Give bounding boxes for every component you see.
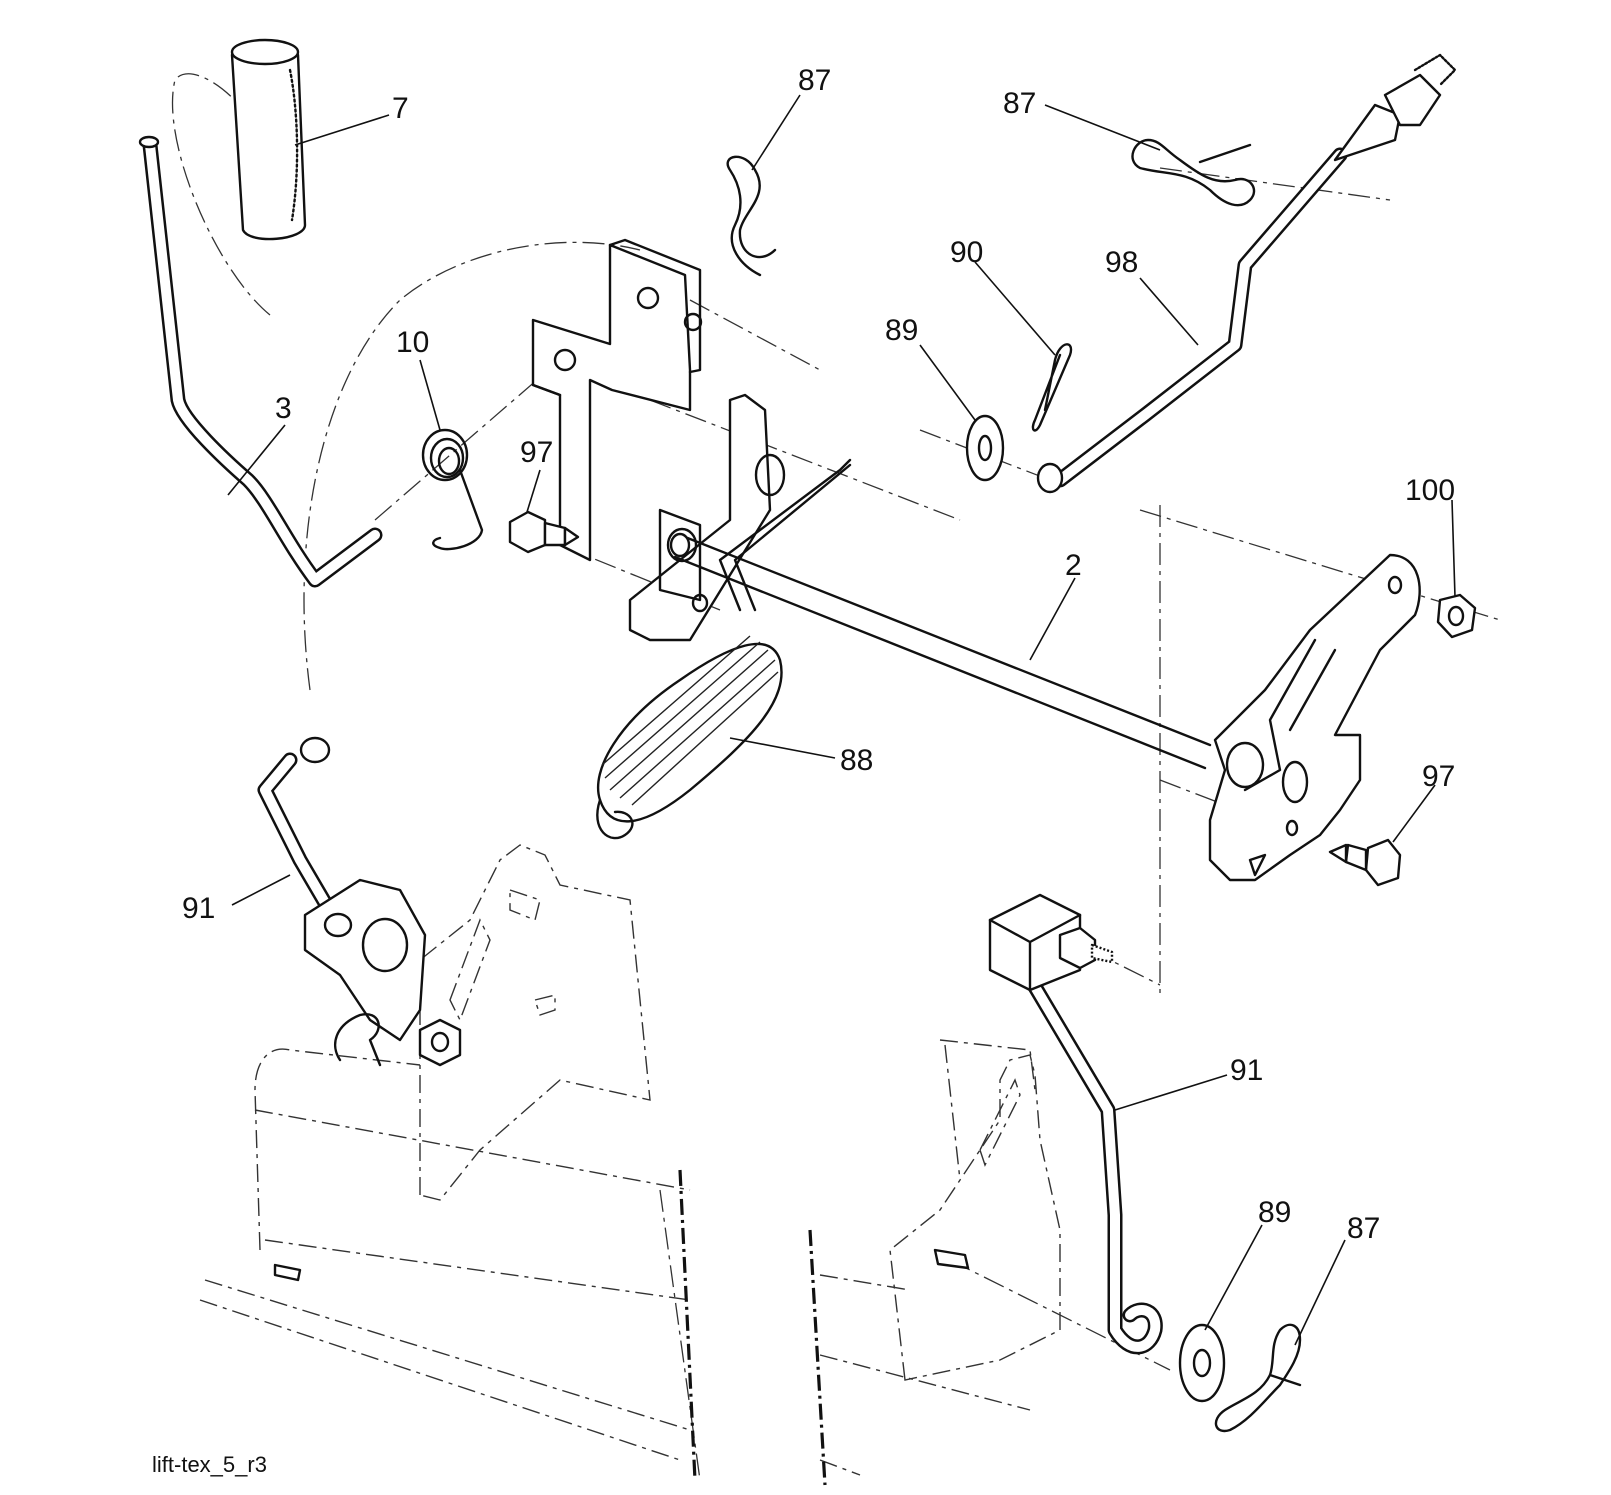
center-mount-bracket bbox=[531, 238, 703, 562]
callout-91-right: 91 bbox=[1230, 1054, 1263, 1087]
callout-87-right: 87 bbox=[1003, 87, 1036, 120]
right-deck-ghost bbox=[808, 1229, 1031, 1486]
callout-97-left: 97 bbox=[520, 436, 553, 469]
callout-91-left: 91 bbox=[182, 892, 215, 925]
pivot-mount-plate bbox=[628, 393, 786, 642]
right-deck-bracket-ghost bbox=[889, 1039, 1061, 1381]
hex-nut-part bbox=[1436, 593, 1477, 639]
washer-lower-part bbox=[1178, 1323, 1226, 1403]
hitch-pin-lower-part bbox=[1214, 1323, 1302, 1433]
callout-97-right: 97 bbox=[1422, 760, 1455, 793]
right-lift-arm bbox=[1208, 553, 1421, 882]
extension-spring-part bbox=[596, 458, 852, 840]
lift-link-right-part bbox=[988, 893, 1163, 1355]
callout-88: 88 bbox=[840, 744, 873, 777]
lift-lever-part bbox=[138, 135, 383, 588]
callout-87-lower: 87 bbox=[1347, 1212, 1380, 1245]
callout-2: 2 bbox=[1065, 549, 1082, 582]
handle-grip-part bbox=[230, 38, 307, 241]
leader-lines bbox=[227, 94, 1456, 1346]
torsion-spring-part bbox=[421, 428, 484, 551]
hitch-pin-top-part bbox=[726, 155, 777, 277]
lift-link-left-part bbox=[257, 736, 462, 1067]
washer-upper-part bbox=[965, 414, 1005, 482]
adjustment-rod-part bbox=[1036, 53, 1457, 494]
callout-90: 90 bbox=[950, 236, 983, 269]
diagram-caption: lift-tex_5_r3 bbox=[152, 1452, 267, 1477]
bolt-left-part bbox=[508, 510, 580, 554]
callout-3: 3 bbox=[275, 392, 292, 425]
callout-labels: 7 87 87 90 98 89 10 3 97 100 2 88 97 91 … bbox=[182, 64, 1455, 1245]
callout-87-top: 87 bbox=[798, 64, 831, 97]
hitch-pin-right-part bbox=[1131, 138, 1256, 207]
callout-100: 100 bbox=[1405, 474, 1455, 507]
callout-89-lower: 89 bbox=[1258, 1196, 1291, 1229]
callout-7: 7 bbox=[392, 92, 409, 125]
left-deck-bracket-ghost bbox=[419, 844, 651, 1201]
hair-pin-part bbox=[1031, 343, 1073, 432]
callout-89-upper: 89 bbox=[885, 314, 918, 347]
cross-shaft-part bbox=[669, 532, 1212, 770]
left-deck-ghost bbox=[199, 1048, 697, 1481]
callout-98: 98 bbox=[1105, 246, 1138, 279]
callout-10: 10 bbox=[396, 326, 429, 359]
bolt-right-part bbox=[1328, 838, 1402, 887]
